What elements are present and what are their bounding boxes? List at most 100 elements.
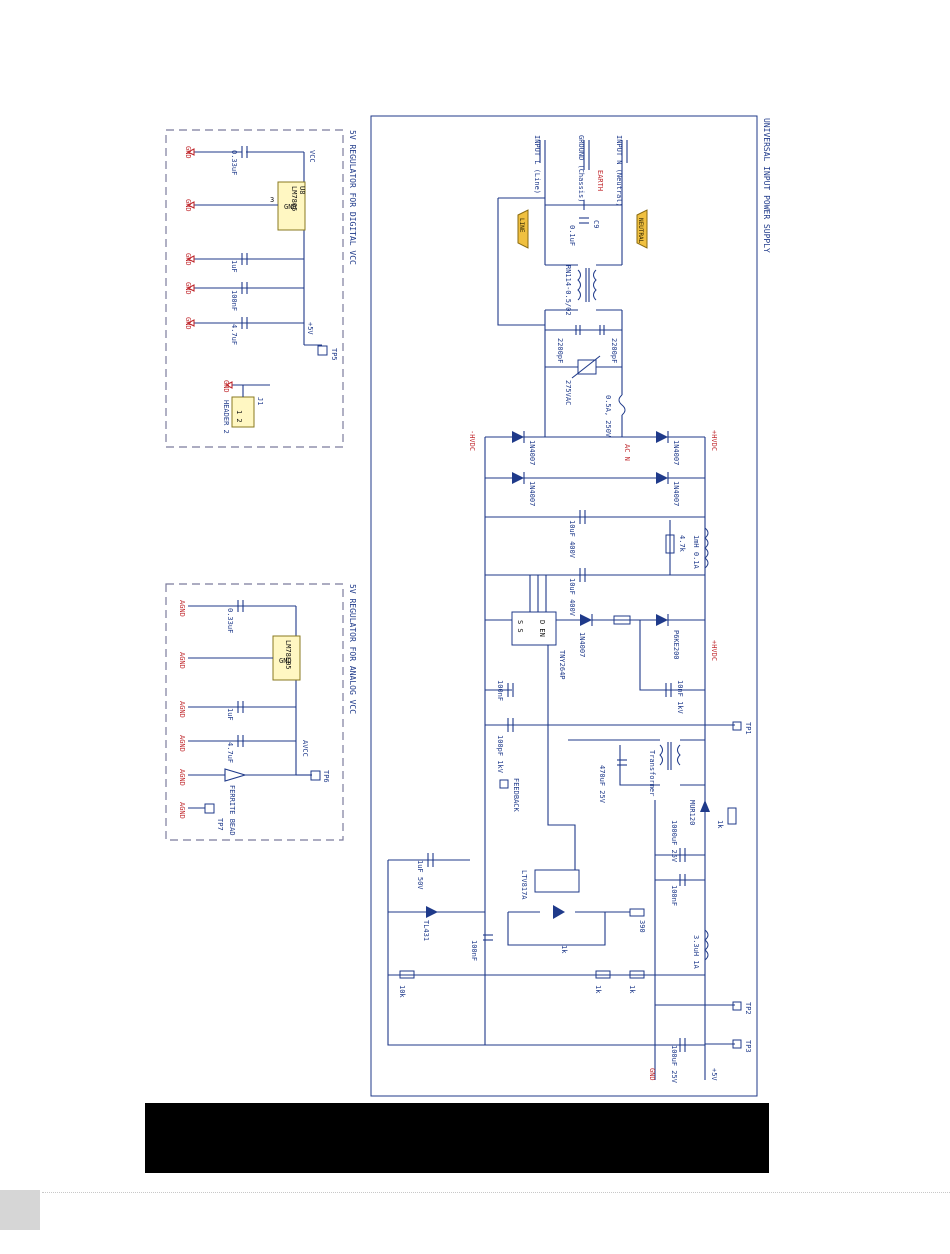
analog-section-border [165, 583, 344, 841]
svg-text:Transformer: Transformer [648, 750, 656, 796]
svg-text:P6KE200: P6KE200 [672, 630, 680, 660]
svg-text:J1: J1 [256, 397, 264, 405]
digital-section-title: 5V REGULATOR FOR DIGITAL VCC [348, 130, 357, 265]
svg-text:TP6: TP6 [322, 770, 330, 783]
svg-text:GND: GND [184, 253, 192, 266]
svg-text:GND: GND [184, 282, 192, 295]
svg-text:TNY264P: TNY264P [558, 650, 566, 680]
vcc-label: VCC [308, 150, 316, 163]
svg-text:GND: GND [184, 199, 192, 212]
svg-text:4.7uF: 4.7uF [230, 324, 238, 345]
line-tag [517, 209, 529, 249]
svg-text:D EN: D EN [538, 620, 546, 637]
test-point-tp7 [204, 803, 215, 814]
svg-text:2200pF: 2200pF [610, 338, 618, 363]
svg-text:AGND: AGND [178, 701, 186, 718]
bridge-rectifier: 1N4007 1N4007 1N4007 1N4007 -HVDC +HVDC … [468, 430, 718, 506]
svg-text:LM7805: LM7805 [290, 186, 298, 211]
svg-text:100uF 25V: 100uF 25V [670, 1045, 678, 1084]
svg-text:1k: 1k [716, 820, 724, 829]
svg-text:0.5A, 250V: 0.5A, 250V [604, 395, 612, 438]
svg-text:10uF 400V: 10uF 400V [568, 520, 576, 559]
svg-text:U8: U8 [298, 186, 306, 194]
svg-text:10uF 400V: 10uF 400V [568, 578, 576, 617]
analog-regulator-section: 5V REGULATOR FOR ANALOG VCC TP6 AVCC LM7… [165, 583, 357, 841]
svg-text:1N4007: 1N4007 [672, 440, 680, 465]
test-point-tp4 [499, 779, 509, 789]
svg-text:TP5: TP5 [330, 348, 338, 361]
switcher-u1 [511, 611, 557, 646]
svg-text:100pF 1kV: 100pF 1kV [496, 735, 504, 774]
digital-regulator-section: 5V REGULATOR FOR DIGITAL VCC TP5 VCC +5V… [165, 129, 357, 448]
svg-text:GND: GND [184, 317, 192, 330]
svg-text:1N4007: 1N4007 [578, 632, 586, 657]
svg-text:AGND: AGND [178, 735, 186, 752]
varistor-rv1 [577, 359, 597, 375]
svg-text:0.1uF: 0.1uF [568, 225, 576, 246]
svg-text:GND: GND [222, 380, 230, 393]
svg-text:3: 3 [270, 196, 274, 204]
neutral-tag [636, 209, 648, 249]
optocoupler-u2 [534, 869, 580, 893]
regulator-u7 [272, 635, 301, 681]
caption-bar [145, 1103, 769, 1173]
svg-text:INPUT L (Line): INPUT L (Line) [533, 135, 541, 194]
svg-text:GROUND (Chassis): GROUND (Chassis) [577, 135, 585, 202]
main-section-border [370, 115, 758, 1097]
capacitors-digital: 0.33uF 1uF 100nF 4.7uF [230, 146, 248, 345]
svg-text:100nF: 100nF [230, 290, 238, 311]
svg-text:TP1: TP1 [744, 722, 752, 735]
svg-text:100nF: 100nF [470, 940, 478, 961]
svg-text:GND: GND [648, 1068, 656, 1081]
svg-text:LINE: LINE [518, 218, 525, 233]
test-point-tp1 [732, 721, 742, 731]
svg-text:1000uF 25V: 1000uF 25V [670, 820, 678, 863]
svg-text:AGND: AGND [178, 802, 186, 819]
agnd-symbols: AGND AGND AGND AGND AGND AGND [178, 600, 296, 819]
svg-text:-HVDC: -HVDC [468, 430, 476, 451]
svg-text:HEADER 2: HEADER 2 [222, 400, 230, 434]
svg-text:4.7uF: 4.7uF [226, 742, 234, 763]
svg-text:NEUTRAL: NEUTRAL [637, 218, 644, 244]
svg-text:TP3: TP3 [744, 1040, 752, 1053]
svg-text:10k: 10k [398, 985, 406, 998]
svg-text:TL431: TL431 [422, 920, 430, 941]
svg-text:MUR120: MUR120 [688, 800, 696, 825]
gnd-symbols-digital: GND GND GND GND GND [184, 146, 304, 330]
svg-text:+5V: +5V [710, 1068, 718, 1081]
footer-rule [42, 1192, 950, 1193]
svg-text:GND: GND [284, 203, 297, 211]
svg-text:S S: S S [516, 620, 524, 633]
svg-text:470uF 25V: 470uF 25V [598, 765, 606, 804]
svg-text:3.3uH 1A: 3.3uH 1A [692, 935, 700, 970]
svg-text:1N4007: 1N4007 [672, 481, 680, 506]
svg-text:+5V: +5V [306, 322, 314, 335]
svg-text:100nF: 100nF [496, 680, 504, 701]
svg-text:275VAC: 275VAC [564, 380, 572, 405]
ferrite-bead-fb1 [224, 768, 247, 782]
svg-text:AGND: AGND [178, 769, 186, 786]
svg-text:10nF 1kV: 10nF 1kV [676, 680, 684, 715]
svg-text:+HVDC: +HVDC [710, 430, 718, 451]
svg-text:TP2: TP2 [744, 1002, 752, 1015]
svg-text:1uF: 1uF [226, 708, 234, 721]
test-point-tp2 [732, 1001, 742, 1011]
svg-text:0.33uF: 0.33uF [226, 608, 234, 633]
svg-text:AGND: AGND [178, 652, 186, 669]
svg-text:AC N: AC N [623, 444, 631, 461]
page-tab [0, 1190, 40, 1230]
svg-text:4.7k: 4.7k [678, 535, 686, 553]
svg-text:LTV817A: LTV817A [520, 870, 528, 900]
svg-text:RN114-0.5/02: RN114-0.5/02 [564, 265, 572, 316]
svg-text:1k: 1k [628, 985, 636, 994]
svg-text:1N4007: 1N4007 [528, 481, 536, 506]
main-title: UNIVERSAL INPUT POWER SUPPLY [762, 118, 771, 253]
svg-text:1k: 1k [594, 985, 602, 994]
analog-section-title: 5V REGULATOR FOR ANALOG VCC [348, 584, 357, 714]
svg-text:+HVDC: +HVDC [710, 640, 718, 661]
svg-text:LM78L05: LM78L05 [284, 640, 292, 670]
svg-text:EARTH: EARTH [596, 170, 604, 191]
svg-text:FEEDBACK: FEEDBACK [512, 778, 520, 813]
input-connectors: INPUT L (Line) GROUND (Chassis) INPUT N … [533, 135, 628, 207]
